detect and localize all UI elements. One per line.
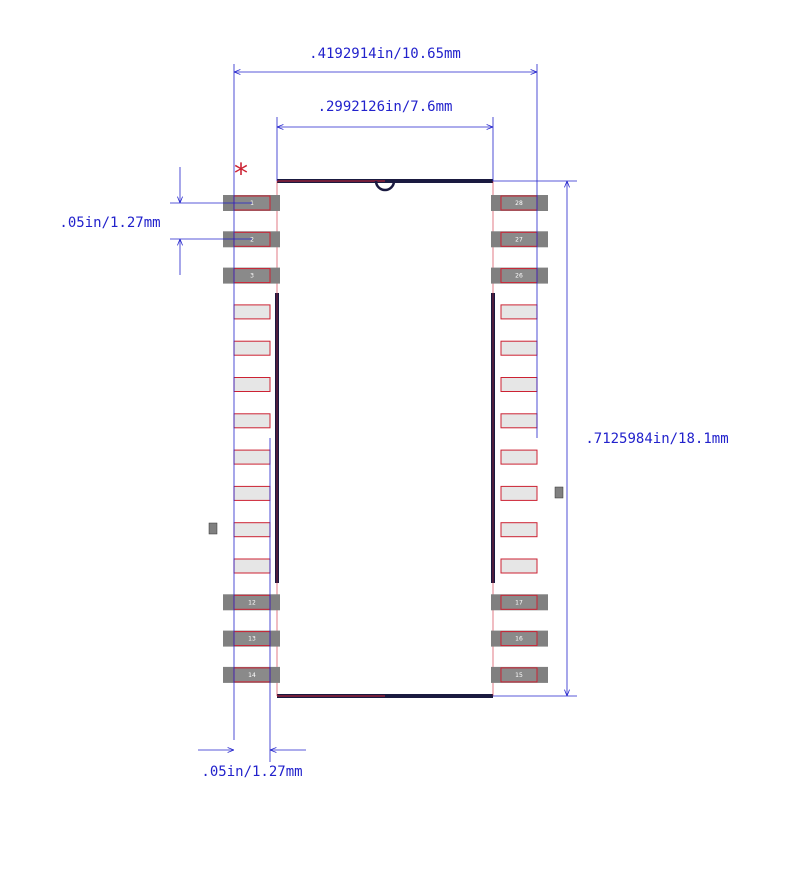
pin-number: 28 [515,200,523,207]
pad-left-5 [233,340,271,356]
pin1-marker: * [234,157,248,190]
dim-body-length-label: .7125984in/18.1mm [585,431,728,447]
pin-number: 14 [248,672,256,679]
pad-right-7 [500,413,538,429]
package-body [275,179,495,698]
pin-number: 2 [250,236,254,243]
pad-right-9 [500,485,538,501]
pad-right-8 [500,449,538,465]
pad-left-14: 14 [223,666,280,683]
pad-left-10 [233,522,271,538]
pad-right-11 [500,558,538,574]
pad-right-12: 17 [491,594,548,611]
pin-number: 27 [515,236,523,243]
pin-number: 15 [515,672,523,679]
dim-pad-width: .05in/1.27mm [198,438,306,780]
pad-right-3: 26 [491,267,548,284]
pad-left-9 [233,485,271,501]
pad-left-13: 13 [223,630,280,647]
pin-number: 1 [250,200,254,207]
pad-right-2: 27 [491,231,548,248]
pad-left-4 [233,304,271,320]
pad-right-5 [500,340,538,356]
pad-right-14: 15 [491,666,548,683]
pin-number: 17 [515,599,523,606]
pin-number: 13 [248,636,256,643]
pad-right-10 [500,522,538,538]
pin-number: 16 [515,636,523,643]
pad-left-8 [233,449,271,465]
pin1-notch [374,180,396,192]
pad-left-12: 12 [223,594,280,611]
dim-pad-width-label: .05in/1.27mm [201,764,302,780]
pad-right-4 [500,304,538,320]
pin-number: 26 [515,273,523,280]
pad-right-6 [500,377,538,392]
dim-body-length: .7125984in/18.1mm [493,180,729,697]
pad-right-1: 28 [491,195,548,211]
dim-overall-width: .4192914in/10.65mm [233,46,538,740]
pad-left-7 [233,413,271,429]
pad-left-3: 3 [223,267,280,284]
pad-left-11 [233,558,271,574]
dim-body-width-label: .2992126in/7.6mm [318,99,453,115]
pad-right-13: 16 [491,630,548,647]
fiducial-left [208,522,218,535]
pin-number: 3 [250,273,254,280]
dim-pitch-label: .05in/1.27mm [59,215,160,231]
dim-body-width: .2992126in/7.6mm [276,99,494,181]
pad-left-6 [233,377,271,392]
dim-pitch: .05in/1.27mm [59,167,252,275]
dim-overall-width-label: .4192914in/10.65mm [309,46,461,62]
pads-right: 28 27 26 17 16 15 [491,195,548,683]
fiducial-right [554,486,564,499]
pin-number: 12 [248,599,256,606]
